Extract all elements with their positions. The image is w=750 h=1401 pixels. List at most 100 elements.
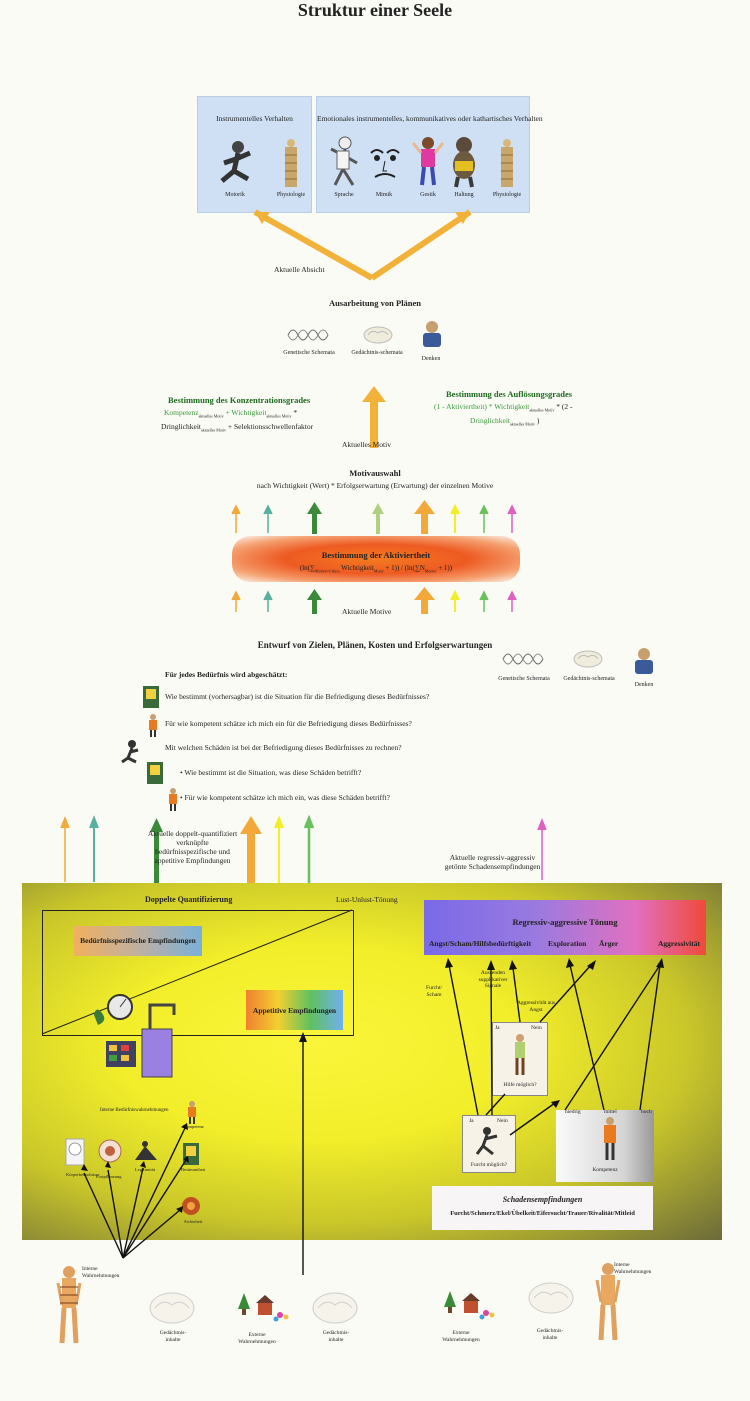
externe-wahrnehmungen-label: Externe Wahrnehmungen	[442, 1330, 480, 1343]
body-item-label: Legitimität	[135, 1167, 155, 1172]
gedaechtnis-inhalte-label: Gedächtnis-inhalte	[322, 1330, 350, 1343]
competence-icon	[149, 714, 157, 737]
schaden-box: Schadensempfindungen Furcht/Schmerz/Ekel…	[432, 1186, 653, 1230]
emotional-heading: Emotionales instrumentelles, kommunikati…	[317, 114, 543, 123]
competence-figure-icon	[188, 1101, 196, 1124]
damage-figure-icon	[121, 740, 139, 764]
motorik-label: Motorik	[225, 192, 245, 198]
plans-title: Ausarbeitung von Plänen	[328, 298, 422, 308]
brain-icon	[573, 650, 603, 668]
brain-large-icon	[528, 1282, 574, 1314]
regressiv-exploration: Exploration	[548, 939, 587, 948]
furcht-question: Furcht möglich?	[470, 1162, 508, 1168]
aufloesung-line1: (1 - Aktiviertheit) * Wichtigkeitaktuell…	[434, 402, 573, 413]
aktiviertheit-box: Bestimmung der Aktiviertheit (ln(∑Motive…	[232, 536, 520, 582]
aktuelle-regressiv-label: Aktuelle regressiv-aggressiv getönte Sch…	[444, 853, 541, 871]
interne-bed-label: Interne Bedürfniswahrnehmungen	[100, 1108, 169, 1113]
externe-wahrnehmungen-label: Externe Wahrnehmungen	[238, 1332, 276, 1345]
external-perception-icon	[444, 1291, 495, 1320]
furcht-box: Ja Nein Furcht möglich?	[462, 1115, 516, 1173]
aktuelle-doppelt-label: Aktuelle doppelt-quantifiziert verknüpft…	[147, 829, 238, 865]
hoch-label: hoch	[641, 1109, 652, 1115]
help-figure-icon	[515, 1034, 525, 1075]
running-figure-icon	[220, 141, 251, 183]
bed-empf-label: Bedürfnisspezifische Empfindungen	[80, 936, 196, 945]
kompetenz-label: Kompetenz	[592, 1167, 618, 1173]
regressiv-box: Regressiv-aggressive Tönung Angst/Scham/…	[424, 900, 706, 955]
dna-icon	[502, 653, 544, 665]
motivauswahl-title: Motivauswahl	[349, 468, 401, 478]
schaden-sub: Furcht/Schmerz/Ekel/Übelkeit/Eifersucht/…	[450, 1210, 635, 1217]
body-item-label: Sicherheit	[184, 1219, 203, 1224]
interne-wahrnehmungen-label: Interne Wahrnehmungen	[614, 1262, 652, 1275]
anatomy-figure-icon	[285, 139, 297, 187]
entwurf-gedaechtnis-label: Gedächtnis-schemata	[563, 676, 615, 682]
ja-label: Ja	[495, 1025, 500, 1031]
plans-genetische-label: Genetische Schemata	[283, 350, 335, 356]
ja-label: Ja	[469, 1118, 474, 1124]
speech-figure-icon	[330, 136, 358, 186]
doppelte-quantifizierung: Doppelte Quantifizierung	[145, 895, 233, 904]
mittel-label: mittel	[604, 1109, 617, 1115]
legitimacy-icon	[135, 1141, 157, 1160]
furcht-scham-label: Furcht/ Scham	[426, 985, 442, 998]
aktiviertheit-formula: (ln(∑Motive=1 bis n WichtigkeitMotiv + 1…	[299, 564, 453, 574]
entwurf-genetische-label: Genetische Schemata	[498, 676, 550, 682]
entwurf-intro: Für jedes Bedürfnis wird abgeschätzt:	[165, 670, 288, 679]
face-mimik-icon	[370, 149, 400, 178]
appetitive-box: Appetitive Empfindungen	[246, 990, 343, 1030]
schaden-title: Schadensempfindungen	[502, 1195, 583, 1204]
appetitive-label: Appetitive Empfindungen	[252, 1006, 337, 1015]
entwurf-q5: • Für wie kompetent schätze ich mich ein…	[180, 793, 390, 802]
aggress-angst-label: Aggressivität aus Angst	[516, 1000, 556, 1013]
sprache-label: Sprache	[334, 192, 354, 198]
arrow-row-bottom	[231, 587, 517, 614]
instrumental-panel: Instrumentelles Verhalten Motorik Physio…	[197, 96, 312, 213]
gedaechtnis-inhalte-label: Gedächtnis-inhalte	[159, 1330, 187, 1343]
hilfe-box: Ja Nein Hilfe möglich?	[492, 1022, 548, 1096]
thinker-icon	[423, 321, 441, 347]
emotional-panel: Emotionales instrumentelles, kommunikati…	[316, 96, 543, 213]
konzentration-line1: Kompetenzaktuelles Motiv + Wichtigkeitak…	[164, 408, 298, 419]
aufloesung-line2: Dringlichkeitaktuelles Motiv )	[470, 416, 540, 427]
gedaechtnis-inhalte-label: Gedächtnis-inhalte	[536, 1328, 564, 1341]
competent-figure-icon	[604, 1117, 616, 1160]
instrumental-heading: Instrumentelles Verhalten	[216, 114, 293, 123]
situation-icon	[143, 686, 159, 708]
gesture-figure-icon	[411, 137, 445, 186]
brain-large-icon	[149, 1292, 195, 1324]
haltung-label: Haltung	[454, 192, 474, 198]
entwurf-q4: • Wie bestimmt ist die Situation, was di…	[180, 768, 362, 777]
plans-denken-label: Denken	[421, 356, 441, 362]
bed-empf-box: Bedürfnisspezifische Empfindungen	[74, 926, 202, 956]
nein-label: Nein	[531, 1025, 542, 1031]
posture-figure-icon	[453, 137, 475, 188]
anatomy-figure-icon	[501, 139, 513, 187]
niedrig-label: niedrig	[565, 1109, 581, 1115]
physiologie-label: Physiologie	[276, 192, 306, 198]
apparatus-icon	[94, 994, 176, 1078]
regressiv-aerger: Ärger	[599, 939, 619, 948]
competence-icon-2	[169, 788, 177, 811]
aktuelle-absicht-label: Aktuelle Absicht	[274, 265, 325, 274]
entwurf-denken-label: Denken	[634, 682, 654, 688]
hilfe-question: Hilfe möglich?	[503, 1082, 537, 1088]
physiologie-label-2: Physiologie	[492, 192, 522, 198]
page-title: Struktur einer Seele	[297, 0, 453, 20]
body-item-label: Körperbedürfnisse	[66, 1172, 100, 1177]
konzentration-title: Bestimmung des Konzentrationsgrades	[168, 395, 311, 405]
fleeing-figure-icon	[475, 1127, 498, 1156]
mimik-label: Mimik	[375, 192, 393, 198]
body-item-label: Bestimmtheit	[181, 1167, 206, 1172]
aktiviertheit-title: Bestimmung der Aktiviertheit	[321, 550, 431, 560]
body-item-label: Kompetenz	[183, 1124, 204, 1129]
dna-icon	[287, 329, 329, 341]
situation-icon-2	[147, 762, 163, 784]
external-perception-icon	[238, 1293, 289, 1322]
entwurf-q2: Für wie kompetent schätze ich mich ein f…	[165, 719, 412, 728]
reproduction-icon	[98, 1139, 122, 1163]
anatomy-large-icon	[595, 1263, 621, 1341]
regressiv-aggressivitaet: Aggressivität	[658, 939, 700, 948]
lust-unlust-label: Lust-Unlust-Tönung	[336, 895, 398, 904]
